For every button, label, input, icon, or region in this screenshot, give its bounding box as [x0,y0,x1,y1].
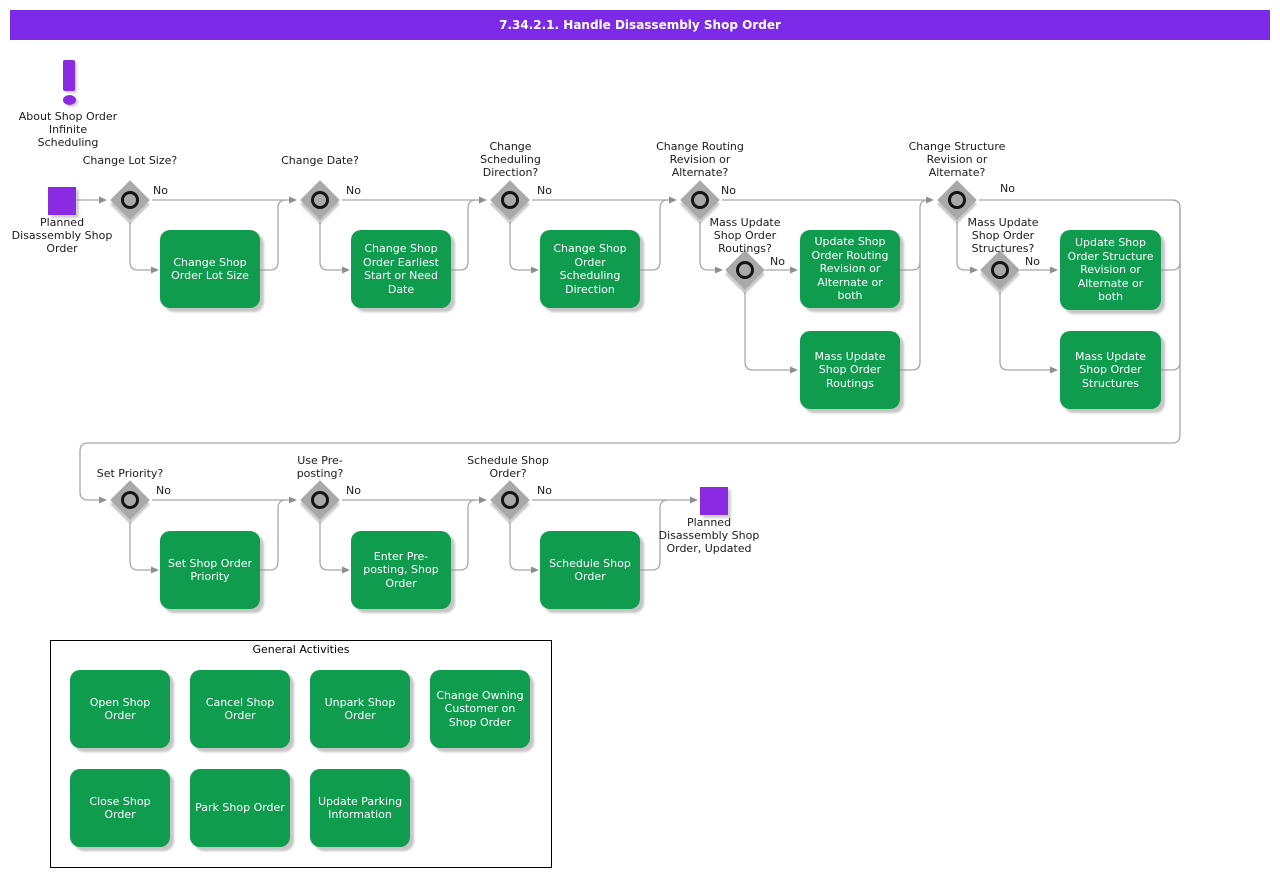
activity-park-shop-order[interactable]: Park Shop Order [190,769,290,847]
activity-open-shop-order[interactable]: Open Shop Order [70,670,170,748]
no-label-schedule-shop-order: No [537,484,552,497]
question-change-routing-revision: Change Routing Revision or Alternate? [656,140,744,179]
decision-mass-update-structures [980,250,1020,290]
no-label-mass-update-routings: No [770,255,785,268]
question-change-scheduling-direction: Change Scheduling Direction? [480,140,541,179]
question-change-date: Change Date? [281,154,359,167]
activity-close-shop-order[interactable]: Close Shop Order [70,769,170,847]
activity-change-shop-order-earliest-start-or-need-date[interactable]: Change Shop Order Earliest Start or Need… [351,230,451,308]
question-use-pre-posting: Use Pre-posting? [296,454,344,480]
activity-cancel-shop-order[interactable]: Cancel Shop Order [190,670,290,748]
decision-change-date [300,180,340,220]
diamond-ring [311,491,329,509]
decision-change-structure-revision [937,180,977,220]
diamond-ring [501,491,519,509]
no-label-change-scheduling-direction: No [537,184,552,197]
activity-update-parking-information[interactable]: Update Parking Information [310,769,410,847]
diamond-ring [991,261,1009,279]
activity-enter-pre-posting-shop-order[interactable]: Enter Pre-posting, Shop Order [351,531,451,609]
activity-unpark-shop-order[interactable]: Unpark Shop Order [310,670,410,748]
exclamation-icon[interactable] [63,60,75,91]
no-label-change-structure-revision: No [1000,182,1015,195]
diamond-ring [736,261,754,279]
diamond-ring [501,191,519,209]
activity-schedule-shop-order[interactable]: Schedule Shop Order [540,531,640,609]
activity-mass-update-shop-order-routings[interactable]: Mass Update Shop Order Routings [800,331,900,409]
no-label-change-lot-size: No [153,184,168,197]
activity-mass-update-shop-order-structures[interactable]: Mass Update Shop Order Structures [1060,331,1161,409]
diamond-ring [691,191,709,209]
decision-change-lot-size [110,180,150,220]
question-mass-update-routings: Mass Update Shop Order Routings? [709,216,781,255]
exclamation-icon-dot[interactable] [63,95,76,105]
end-node-label: Planned Disassembly Shop Order, Updated [658,516,760,555]
activity-change-shop-order-lot-size[interactable]: Change Shop Order Lot Size [160,230,260,308]
diamond-ring [121,191,139,209]
activity-update-shop-order-routing-revision[interactable]: Update Shop Order Routing Revision or Al… [800,230,900,308]
decision-change-scheduling-direction [490,180,530,220]
diamond-ring [311,191,329,209]
diamond-ring [121,491,139,509]
decision-set-priority [110,480,150,520]
decision-change-routing-revision [680,180,720,220]
question-mass-update-structures: Mass Update Shop Order Structures? [967,216,1039,255]
diamond-ring [948,191,966,209]
no-label-change-date: No [346,184,361,197]
question-set-priority: Set Priority? [96,467,164,480]
general-activities-title: General Activities [252,643,350,656]
activity-set-shop-order-priority[interactable]: Set Shop Order Priority [160,531,260,609]
decision-use-pre-posting [300,480,340,520]
decision-schedule-shop-order [490,480,530,520]
activity-change-shop-order-scheduling-direction[interactable]: Change Shop Order Scheduling Direction [540,230,640,308]
about-note-label: About Shop Order Infinite Scheduling [18,110,118,149]
title-banner: 7.34.2.1. Handle Disassembly Shop Order [10,10,1270,40]
start-node [48,187,76,215]
activity-update-shop-order-structure-revision[interactable]: Update Shop Order Structure Revision or … [1060,230,1161,310]
start-node-label: Planned Disassembly Shop Order [11,216,113,255]
question-schedule-shop-order: Schedule Shop Order? [467,454,549,480]
no-label-mass-update-structures: No [1025,255,1040,268]
no-label-set-priority: No [156,484,171,497]
end-node [700,487,728,515]
question-change-lot-size: Change Lot Size? [82,154,178,167]
decision-mass-update-routings [725,250,765,290]
no-label-use-pre-posting: No [346,484,361,497]
no-label-change-routing-revision: No [721,184,736,197]
question-change-structure-revision: Change Structure Revision or Alternate? [908,140,1006,179]
activity-change-owning-customer-on-shop-order[interactable]: Change Owning Customer on Shop Order [430,670,530,748]
